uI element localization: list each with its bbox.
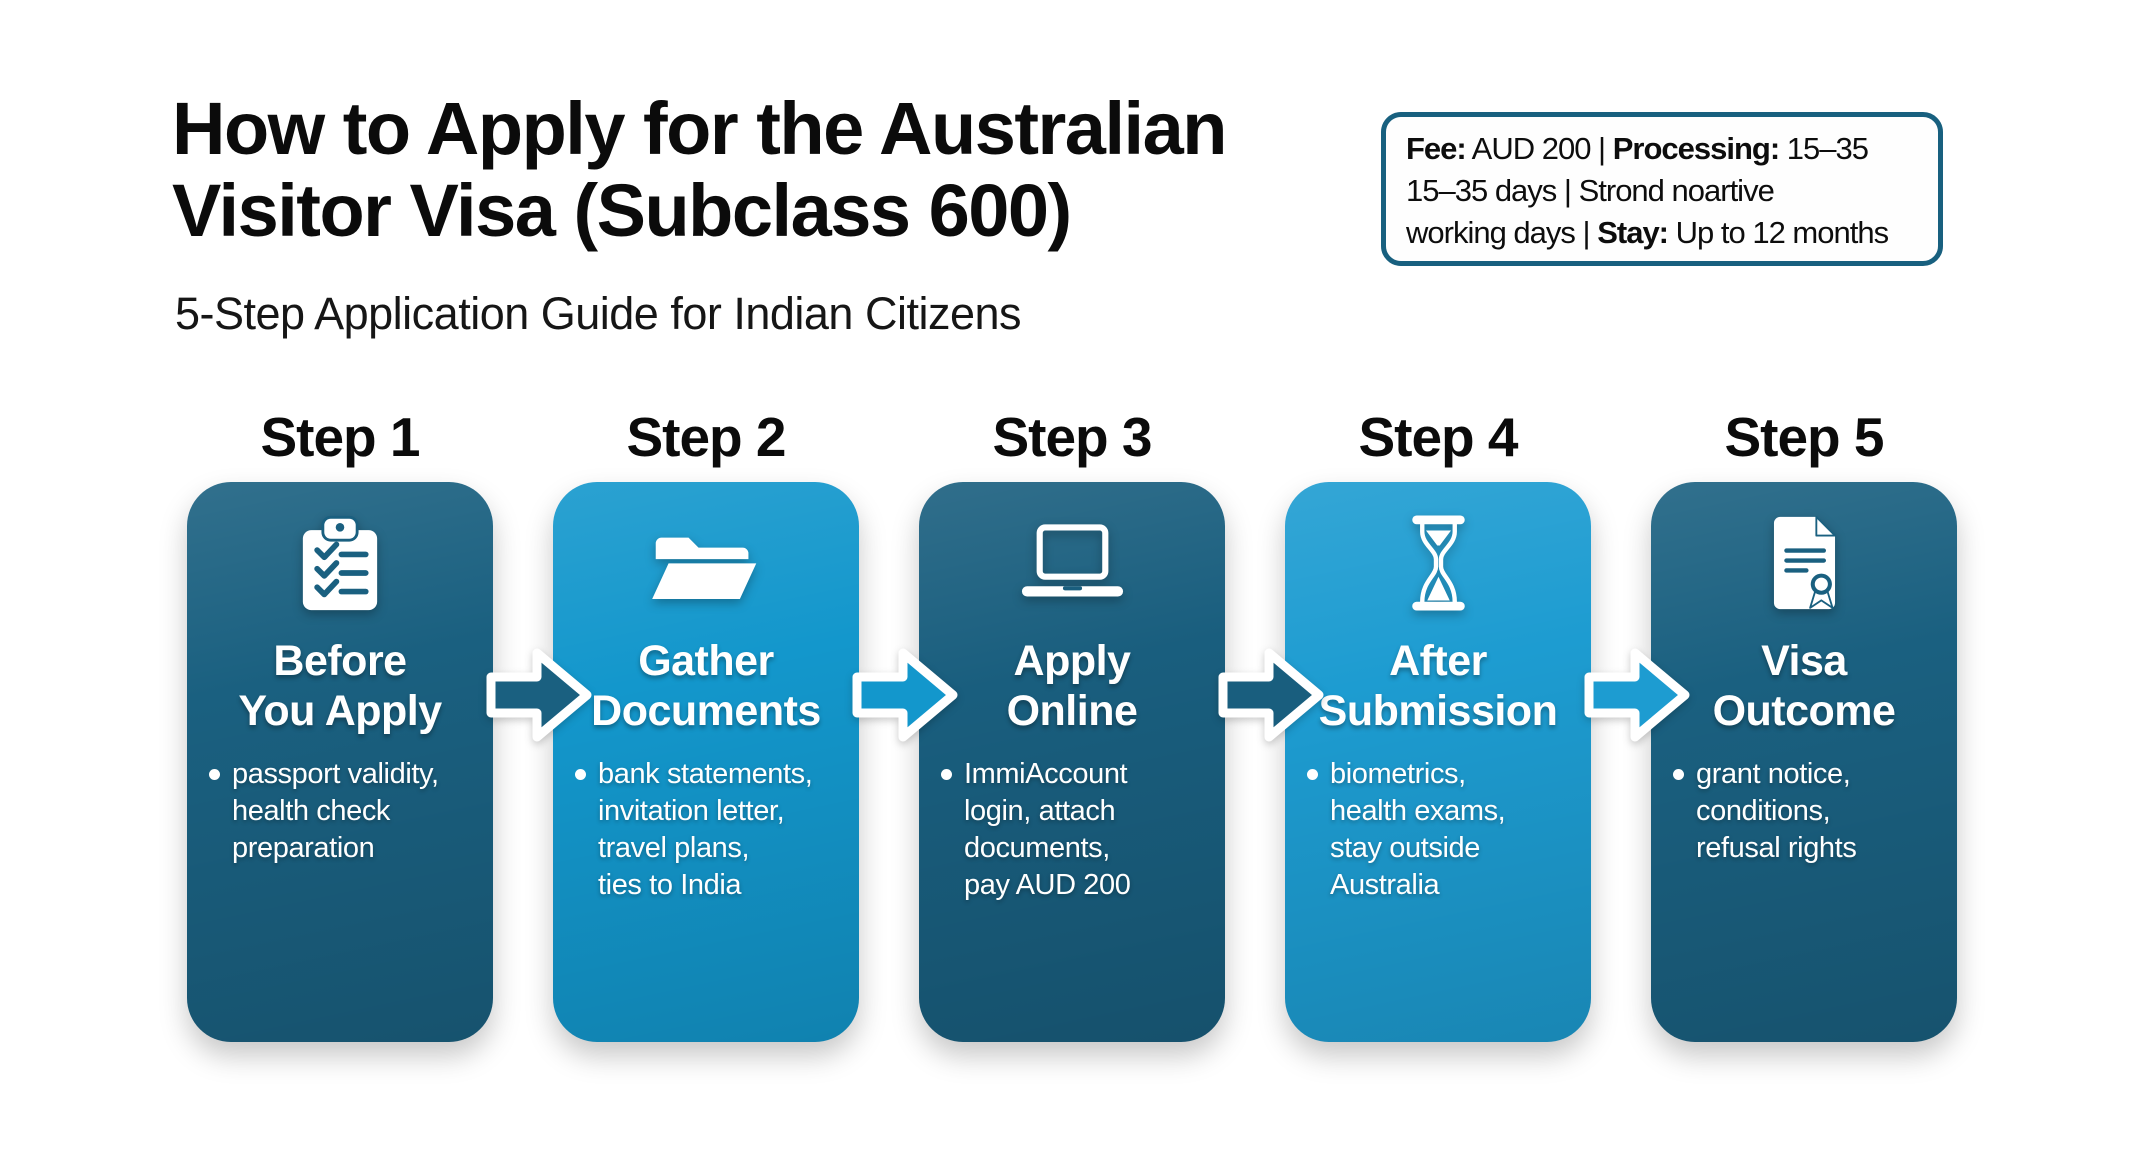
fee-value: AUD 200 | (1465, 131, 1613, 166)
bullet-text: bank statements, invitation letter, trav… (598, 758, 813, 901)
page-subtitle: 5-Step Application Guide for Indian Citi… (175, 288, 1022, 339)
step-5-card: Visa Outcome grant notice, conditions, r… (1651, 482, 1957, 1042)
step-5-bullet: grant notice, conditions, refusal rights (1667, 756, 1941, 867)
arrow-right-icon (486, 646, 592, 744)
bullet-dot (1307, 769, 1318, 780)
steps-row: Step 1 Before You Apply (187, 406, 1957, 1042)
open-folder-icon (647, 512, 765, 614)
bullet-text: grant notice, conditions, refusal rights (1696, 758, 1857, 864)
step-column-4: Step 4 After Submission biometrics, h (1285, 406, 1591, 1042)
stay-value: Up to 12 months (1668, 215, 1889, 250)
step-4-heading: Step 4 (1358, 406, 1518, 468)
bullet-text: biometrics, health exams, stay outside A… (1330, 758, 1506, 901)
step-3-card: Apply Online ImmiAccount login, attach d… (919, 482, 1225, 1042)
step-5-title: Visa Outcome (1712, 637, 1896, 735)
step-5-heading: Step 5 (1724, 406, 1884, 468)
step-1-title: Before You Apply (238, 637, 442, 735)
working-days-text: working days | (1406, 215, 1598, 250)
bullet-dot (941, 769, 952, 780)
stay-label: Stay: (1597, 215, 1669, 250)
processing-value: 15–35 (1779, 131, 1869, 166)
laptop-icon (1011, 512, 1134, 614)
bullet-dot (209, 769, 220, 780)
facts-line-3: working days | Stay: Up to 12 months (1406, 212, 1918, 254)
bullet-text: passport validity, health check preparat… (232, 758, 439, 864)
step-3-bullet: ImmiAccount login, attach documents, pay… (935, 756, 1209, 904)
step-3-heading: Step 3 (992, 406, 1152, 468)
arrow-right-icon (1218, 646, 1324, 744)
arrow-right-icon (1584, 646, 1690, 744)
step-2-bullet: bank statements, invitation letter, trav… (569, 756, 843, 904)
facts-line-1: Fee: AUD 200 | Processing: 15–35 (1406, 128, 1918, 170)
facts-line-2: 15–35 days | Strond noartive (1406, 170, 1918, 212)
bullet-text: ImmiAccount login, attach documents, pay… (964, 758, 1131, 901)
step-1-card: Before You Apply passport validity, heal… (187, 482, 493, 1042)
step-2-heading: Step 2 (626, 406, 786, 468)
step-column-5: Step 5 Visa Outcome (1651, 406, 1957, 1042)
hourglass-icon (1401, 512, 1476, 614)
step-2-title: Gather Documents (591, 637, 821, 735)
step-3-title: Apply Online (1006, 637, 1138, 735)
bullet-dot (1673, 769, 1684, 780)
arrow-right-icon (852, 646, 958, 744)
clipboard-checklist-icon (297, 512, 383, 614)
fee-label: Fee: (1406, 131, 1467, 166)
bullet-dot (575, 769, 586, 780)
step-4-title: After Submission (1318, 637, 1558, 735)
step-2-card: Gather Documents bank statements, invita… (553, 482, 859, 1042)
certificate-icon (1764, 512, 1845, 614)
step-column-3: Step 3 Apply Online ImmiAccount login, a… (919, 406, 1225, 1042)
step-1-bullet: passport validity, health check preparat… (203, 756, 477, 867)
visa-facts-box: Fee: AUD 200 | Processing: 15–35 15–35 d… (1381, 112, 1943, 266)
step-column-2: Step 2 Gather Documents bank statements,… (553, 406, 859, 1042)
step-4-card: After Submission biometrics, health exam… (1285, 482, 1591, 1042)
step-1-heading: Step 1 (260, 406, 420, 468)
page-title: How to Apply for the Australian Visitor … (172, 87, 1227, 252)
processing-label: Processing: (1612, 131, 1780, 166)
processing-value-cont: 15–35 days | Strond noartive (1406, 173, 1775, 208)
step-4-bullet: biometrics, health exams, stay outside A… (1301, 756, 1575, 904)
step-column-1: Step 1 Before You Apply (187, 406, 493, 1042)
